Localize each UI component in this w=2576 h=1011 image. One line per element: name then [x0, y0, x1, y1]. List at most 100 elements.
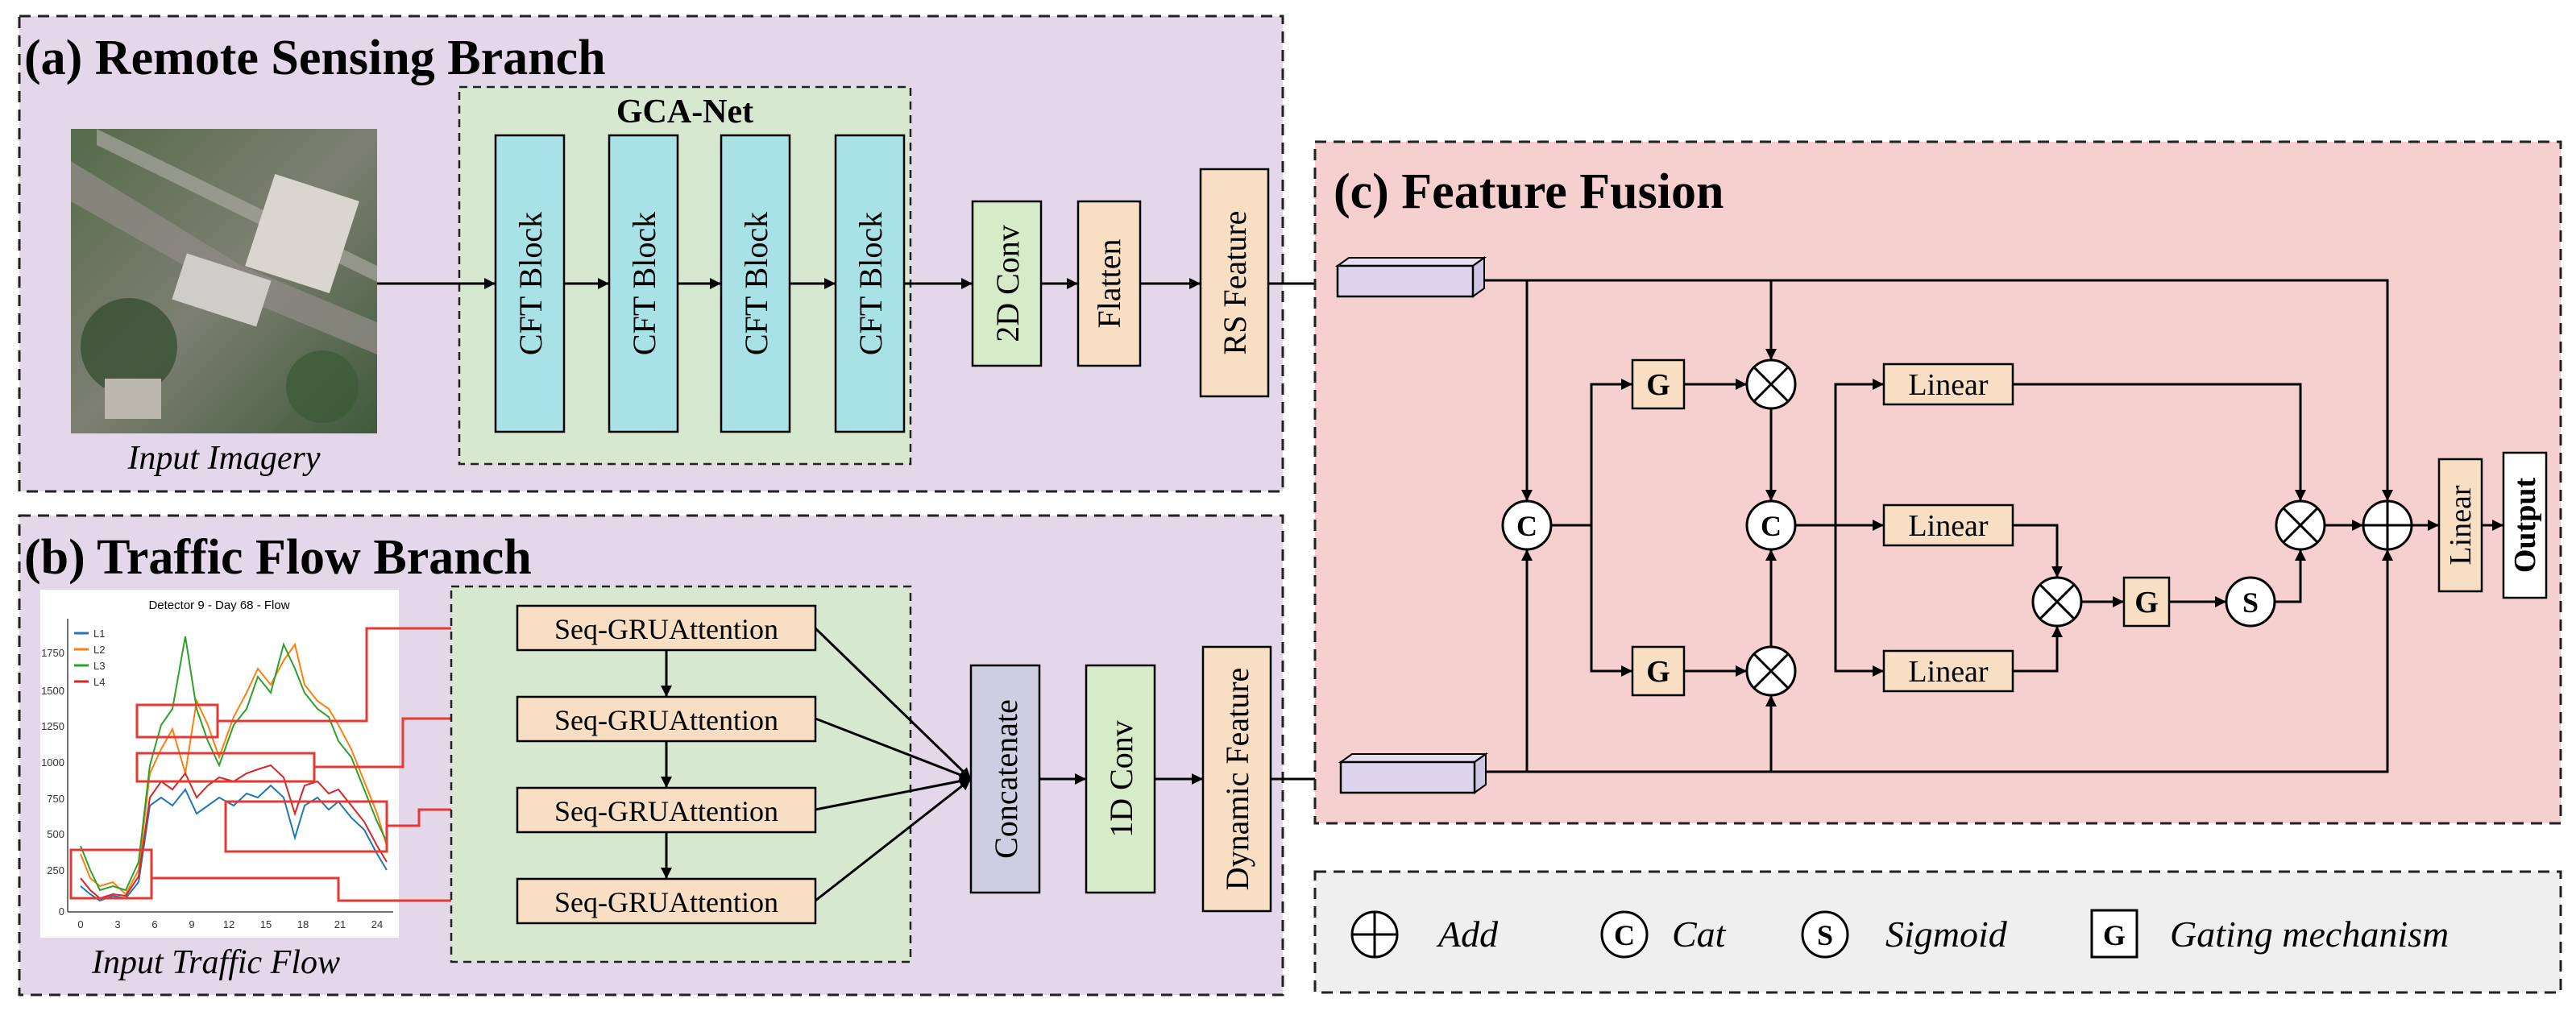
- cat-node-1: C: [1501, 499, 1553, 551]
- branch-c-title: (c) Feature Fusion: [1334, 164, 1724, 219]
- legend-gating-label: Gating mechanism: [2170, 914, 2449, 955]
- svg-text:Linear: Linear: [1908, 655, 1989, 689]
- seq-gru-attention-2: Seq-GRUAttention: [516, 695, 817, 743]
- window-connectors: [151, 623, 516, 906]
- rs-feature-box: RS Feature: [1199, 168, 1270, 398]
- plot-ytick: 0: [59, 905, 64, 918]
- svg-text:Seq-GRUAttention: Seq-GRUAttention: [554, 886, 778, 918]
- svg-text:Linear: Linear: [1908, 509, 1989, 543]
- plot-xtick: 0: [77, 918, 83, 930]
- gate-icon: G: [2090, 909, 2138, 959]
- plot-ytick: 750: [47, 793, 64, 805]
- rs-feature-vector: [1334, 256, 1487, 298]
- plot-series-l2: [80, 642, 388, 896]
- conv-1d-box: 1D Conv: [1085, 664, 1156, 894]
- svg-text:S: S: [1817, 919, 1833, 951]
- multiply-node-bottom: [1745, 645, 1797, 697]
- linear-final: Linear: [2437, 458, 2483, 593]
- multiply-node-right: [2275, 499, 2326, 551]
- gate-node-bottom: G: [1631, 645, 1686, 697]
- sigmoid-icon: S: [1801, 910, 1849, 959]
- plot-series-l3: [80, 636, 388, 892]
- cft-block-label: CFT Block: [512, 212, 549, 355]
- seq-gru-attention-1: Seq-GRUAttention: [516, 604, 817, 652]
- svg-text:Seq-GRUAttention: Seq-GRUAttention: [554, 613, 778, 645]
- gca-net-title: GCA-Net: [616, 93, 753, 131]
- seq-gru-attention-3: Seq-GRUAttention: [516, 786, 817, 834]
- svg-text:C: C: [1614, 919, 1635, 951]
- plot-ytick: 1500: [41, 685, 64, 697]
- cft-block-4: CFT Block: [834, 134, 906, 433]
- fusion-connectors: [1484, 279, 2503, 773]
- svg-text:C: C: [1761, 510, 1782, 542]
- branch-a-title: (a) Remote Sensing Branch: [24, 31, 606, 85]
- plot-legend-item: L4: [93, 676, 105, 688]
- plot-series-l1: [80, 784, 388, 902]
- plot-ytick: 1000: [41, 756, 64, 769]
- plot-ytick: 250: [47, 864, 64, 876]
- plot-xtick: 21: [334, 918, 346, 930]
- symbol-legend: Add C Cat S Sigmoid G Gating mechanism: [1313, 870, 2562, 994]
- cft-block-label: CFT Block: [626, 212, 662, 355]
- svg-text:G: G: [2103, 919, 2126, 951]
- plot-xtick: 6: [151, 918, 157, 930]
- cft-block-label: CFT Block: [738, 212, 774, 355]
- input-imagery: [71, 129, 377, 433]
- svg-text:G: G: [2134, 586, 2159, 619]
- cat-node-2: C: [1745, 499, 1797, 551]
- output-box: Output: [2502, 451, 2548, 599]
- plot-title: Detector 9 - Day 68 - Flow: [148, 599, 289, 612]
- plot-legend-item: L1: [93, 628, 105, 640]
- plot-xtick: 3: [114, 918, 120, 930]
- svg-text:Flatten: Flatten: [1091, 238, 1127, 328]
- input-imagery-caption: Input Imagery: [127, 440, 320, 477]
- branch-b-title: (b) Traffic Flow Branch: [24, 530, 532, 585]
- seq-gru-attention-4: Seq-GRUAttention: [516, 877, 817, 925]
- linear-middle: Linear: [1882, 503, 2014, 547]
- svg-text:G: G: [1646, 655, 1670, 689]
- svg-text:2D Conv: 2D Conv: [989, 225, 1026, 342]
- feature-fusion-branch: (c) Feature Fusion: [1313, 140, 2562, 825]
- svg-text:Linear: Linear: [1908, 368, 1989, 402]
- svg-text:RS Feature: RS Feature: [1217, 211, 1253, 355]
- cat-icon: C: [1600, 910, 1649, 959]
- sigmoid-node: S: [2225, 576, 2276, 628]
- svg-text:Concatenate: Concatenate: [988, 699, 1024, 859]
- svg-text:1D Conv: 1D Conv: [1103, 720, 1139, 838]
- traffic-flow-branch: (b) Traffic Flow Branch Detector 9 - Day…: [18, 514, 1338, 996]
- add-node: [2362, 499, 2413, 551]
- svg-text:Output: Output: [2508, 478, 2542, 574]
- svg-text:Linear: Linear: [2444, 485, 2478, 566]
- dynamic-feature-vector: [1338, 752, 1489, 794]
- legend-add-label: Add: [1436, 914, 1499, 955]
- legend-sigmoid-label: Sigmoid: [1885, 914, 2008, 955]
- multiply-node-center: [2031, 576, 2083, 628]
- concatenate-box: Concatenate: [969, 664, 1041, 894]
- cft-block-label: CFT Block: [852, 212, 889, 355]
- multiply-node-top: [1745, 358, 1797, 410]
- plot-xtick: 12: [223, 918, 234, 930]
- plot-xtick: 9: [189, 918, 194, 930]
- remote-sensing-branch: (a) Remote Sensing Branch Input Imagery …: [18, 15, 1338, 493]
- svg-text:C: C: [1516, 510, 1537, 542]
- add-icon: [1350, 910, 1399, 959]
- plot-ytick: 1250: [41, 720, 64, 732]
- cft-block-2: CFT Block: [608, 134, 679, 433]
- plot-xtick: 24: [371, 918, 383, 930]
- cft-block-1: CFT Block: [494, 134, 566, 433]
- flatten-box: Flatten: [1076, 200, 1142, 367]
- plot-xtick: 18: [297, 918, 309, 930]
- conv-2d-box: 2D Conv: [971, 200, 1043, 367]
- plot-ytick: 500: [47, 828, 64, 840]
- plot-legend-item: L3: [93, 660, 105, 672]
- svg-text:S: S: [2242, 586, 2259, 619]
- svg-text:G: G: [1646, 368, 1670, 402]
- dynamic-feature-box: Dynamic Feature: [1201, 645, 1272, 913]
- input-traffic-plot: Detector 9 - Day 68 - Flow 1750 1500 125…: [40, 590, 399, 938]
- gate-node-center: G: [2122, 576, 2171, 628]
- svg-text:Seq-GRUAttention: Seq-GRUAttention: [554, 704, 778, 736]
- input-traffic-caption: Input Traffic Flow: [91, 944, 340, 981]
- linear-bottom: Linear: [1882, 649, 2014, 693]
- legend-cat-label: Cat: [1672, 914, 1727, 955]
